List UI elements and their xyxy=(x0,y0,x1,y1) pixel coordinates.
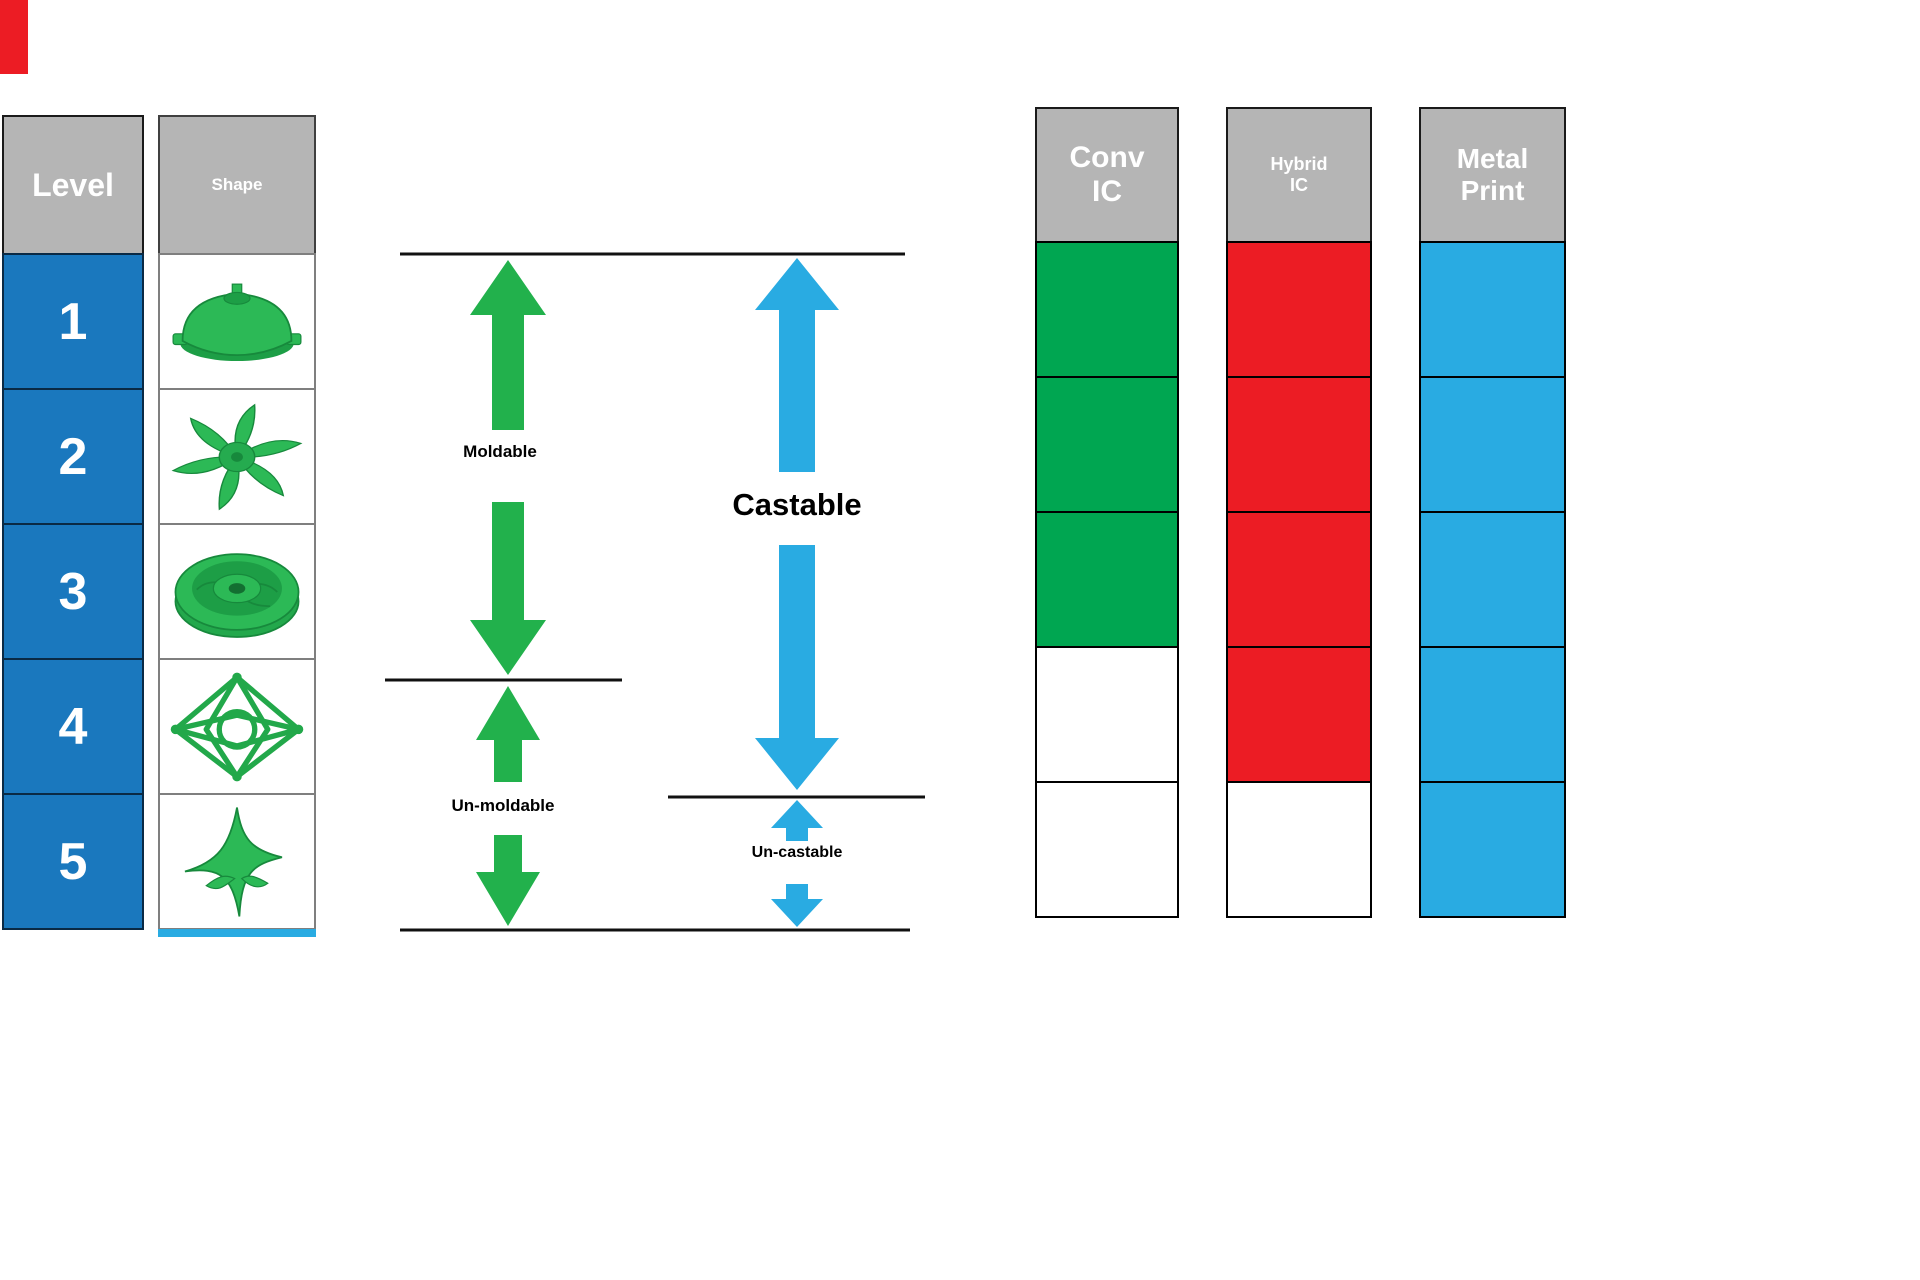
conv-ic-header-label: Conv IC xyxy=(1069,140,1145,209)
moldable-down-arrow xyxy=(470,502,546,675)
shape-cell-2 xyxy=(158,388,316,525)
level-number-3: 3 xyxy=(58,562,88,621)
metal-print-header-label: Metal Print xyxy=(1456,142,1529,206)
castable-up-arrow xyxy=(755,258,839,472)
shape-header-label: Shape xyxy=(211,175,263,195)
conv-ic-cell-1 xyxy=(1035,241,1179,378)
star-part-image xyxy=(184,806,283,917)
conv-ic-cell-3 xyxy=(1035,511,1179,648)
shape-column: Shape xyxy=(158,115,316,930)
hybrid-ic-column: Hybrid IC xyxy=(1226,107,1372,918)
shape-cell-1 xyxy=(158,253,316,390)
hybrid-ic-cell-3 xyxy=(1226,511,1372,648)
uncastable-down-arrow xyxy=(771,884,823,927)
shape-cell-4 xyxy=(158,658,316,795)
level-cell-1: 1 xyxy=(2,253,144,390)
level-number-1: 1 xyxy=(58,292,88,351)
level-number-5: 5 xyxy=(58,832,88,891)
corner-red-mark xyxy=(0,0,28,74)
dome-part-image xyxy=(172,283,302,361)
moldable-label: Moldable xyxy=(463,442,537,461)
metal-print-cell-1 xyxy=(1419,241,1566,378)
castable-label: Castable xyxy=(732,487,862,522)
conv-ic-cell-4 xyxy=(1035,646,1179,783)
unmoldable-down-arrow xyxy=(476,835,540,926)
level-cell-3: 3 xyxy=(2,523,144,660)
hybrid-ic-cell-5 xyxy=(1226,781,1372,918)
lattice-sphere-image xyxy=(170,672,304,781)
metal-print-cell-2 xyxy=(1419,376,1566,513)
metal-print-header: Metal Print xyxy=(1419,107,1566,243)
level-cell-5: 5 xyxy=(2,793,144,930)
level-number-2: 2 xyxy=(58,427,88,486)
shrouded-impeller-image xyxy=(174,552,300,638)
conv-ic-column: Conv IC xyxy=(1035,107,1179,918)
open-impeller-image xyxy=(171,403,303,510)
moldable-up-arrow xyxy=(470,260,546,430)
hybrid-ic-cell-2 xyxy=(1226,376,1372,513)
castable-down-arrow xyxy=(755,545,839,790)
metal-print-cell-3 xyxy=(1419,511,1566,648)
unmoldable-label: Un-moldable xyxy=(451,796,555,815)
level-header-label: Level xyxy=(32,166,114,203)
level-cell-2: 2 xyxy=(2,388,144,525)
level-header: Level xyxy=(2,115,144,255)
hybrid-ic-header-label: Hybrid IC xyxy=(1270,154,1328,195)
hybrid-ic-cell-1 xyxy=(1226,241,1372,378)
shape-cell-5 xyxy=(158,793,316,930)
metal-print-cell-5 xyxy=(1419,781,1566,918)
conv-ic-cell-5 xyxy=(1035,781,1179,918)
shape-header: Shape xyxy=(158,115,316,255)
level-number-4: 4 xyxy=(58,697,88,756)
shape-column-bottom-bar xyxy=(158,929,316,937)
hybrid-ic-header: Hybrid IC xyxy=(1226,107,1372,243)
uncastable-label: Un-castable xyxy=(751,844,843,861)
unmoldable-up-arrow xyxy=(476,686,540,782)
hybrid-ic-cell-4 xyxy=(1226,646,1372,783)
shape-cell-3 xyxy=(158,523,316,660)
conv-ic-header: Conv IC xyxy=(1035,107,1179,243)
uncastable-up-arrow xyxy=(771,800,823,841)
level-cell-4: 4 xyxy=(2,658,144,795)
metal-print-column: Metal Print xyxy=(1419,107,1566,918)
conv-ic-cell-2 xyxy=(1035,376,1179,513)
level-column: Level 1 2 3 4 5 xyxy=(2,115,144,930)
metal-print-cell-4 xyxy=(1419,646,1566,783)
